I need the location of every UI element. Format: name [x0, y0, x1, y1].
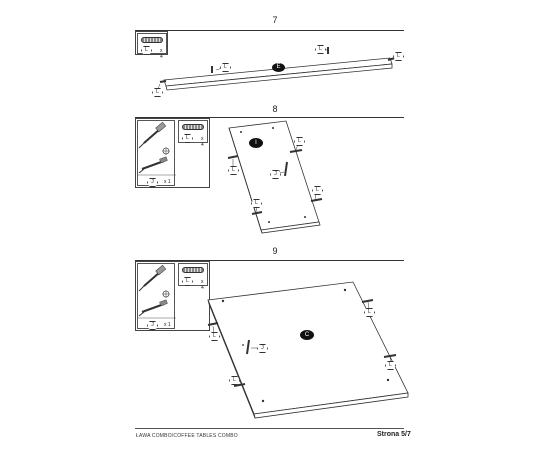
callout-l: L: [294, 137, 305, 146]
step-number-7: 7: [272, 15, 278, 25]
dowel: [387, 57, 396, 61]
parts-box-step-8: J x 1 L x 4: [135, 118, 210, 188]
step-number-8: 8: [272, 104, 278, 114]
parts-cell: L x 4: [137, 33, 167, 60]
dowel: [310, 198, 323, 202]
wood-dowel-icon: [182, 267, 204, 273]
callout-l: L: [393, 52, 404, 61]
screw: [246, 339, 250, 355]
parts-box-step-7: L x 4: [135, 31, 168, 60]
callout-l: L: [152, 88, 163, 97]
part-qty: x 1: [164, 322, 171, 328]
callout-l: L: [251, 199, 262, 208]
dowel: [207, 322, 219, 326]
part-qty: x 1: [164, 179, 171, 185]
footer-page-number: Strona 5/7: [377, 431, 411, 438]
screwdriver-icon: [138, 264, 176, 319]
part-code-hex: J: [147, 178, 158, 187]
callout-l: L: [385, 361, 396, 370]
screw: [284, 161, 288, 177]
footer-product-name: ŁAWA COMBO/COFFEE TABLES COMBO: [136, 433, 238, 439]
dowel: [361, 299, 374, 303]
panel-c: [207, 281, 409, 415]
tools-cell: J x 1: [137, 263, 176, 330]
callout-l: L: [228, 166, 239, 175]
part-qty: x 4: [201, 136, 204, 148]
part-code-hex: L: [182, 134, 193, 143]
callout-l: L: [209, 332, 220, 341]
wood-dowel-icon: [182, 124, 204, 130]
part-qty: x 4: [160, 48, 163, 60]
step-divider: [135, 30, 404, 31]
footer-divider: [135, 428, 404, 429]
step-divider: [135, 260, 404, 261]
parts-box-step-9: J x 1 L x 4: [135, 261, 210, 331]
parts-cell: L x 4: [178, 263, 208, 291]
callout-l: L: [364, 308, 375, 317]
callout-l: L: [312, 186, 323, 195]
dowel: [383, 354, 397, 358]
parts-cell: L x 4: [178, 120, 208, 148]
screwdriver-icon: [138, 121, 176, 176]
callout-j: J: [257, 344, 268, 353]
dowel: [289, 149, 303, 153]
part-code-hex: J: [147, 321, 158, 330]
callout-l: L: [229, 376, 240, 385]
callout-j: J: [270, 170, 281, 179]
dowel: [227, 155, 239, 159]
part-code-hex: L: [141, 46, 152, 55]
callout-l: L: [315, 45, 326, 54]
step-number-9: 9: [272, 246, 278, 256]
dowel: [233, 383, 246, 387]
part-code-hex: L: [182, 277, 193, 286]
panel-label-i: I: [249, 138, 263, 148]
dowel: [251, 211, 263, 215]
callout-l: L: [220, 63, 231, 72]
panel-label-e: E: [272, 63, 285, 72]
panel-label-c: C: [300, 330, 314, 340]
part-qty: x 4: [201, 279, 204, 291]
wood-dowel-icon: [141, 37, 163, 43]
step-divider: [135, 117, 404, 118]
tools-cell: J x 1: [137, 120, 176, 187]
dowel: [159, 80, 167, 83]
